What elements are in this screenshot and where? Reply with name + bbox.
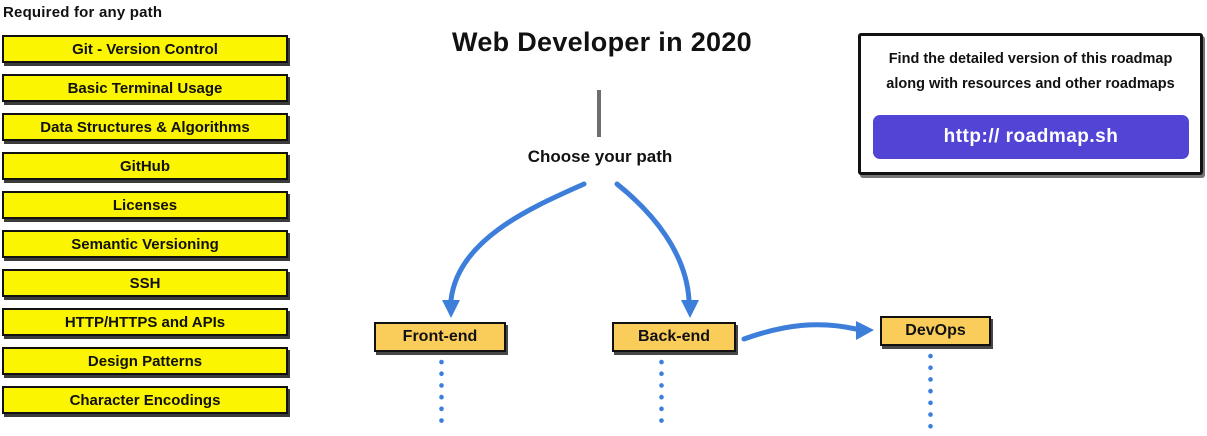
topic-github[interactable]: GitHub xyxy=(2,152,288,180)
choose-your-path-label: Choose your path xyxy=(527,147,673,166)
page-title: Web Developer in 2020 xyxy=(452,27,752,57)
info-text-line1: Find the detailed version of this roadma… xyxy=(888,51,1173,67)
topic-basic-terminal-usage[interactable]: Basic Terminal Usage xyxy=(2,74,288,102)
topic-git-version-control[interactable]: Git - Version Control xyxy=(2,35,288,63)
arrow-to-backend xyxy=(614,181,692,303)
required-heading: Required for any path xyxy=(3,4,163,21)
info-box: Find the detailed version of this roadma… xyxy=(858,33,1203,175)
topic-http-https-apis[interactable]: HTTP/HTTPS and APIs xyxy=(2,308,288,336)
topic-licenses[interactable]: Licenses xyxy=(2,191,288,219)
topic-design-patterns[interactable]: Design Patterns xyxy=(2,347,288,375)
topic-semantic-versioning[interactable]: Semantic Versioning xyxy=(2,230,288,258)
node-backend[interactable]: Back-end xyxy=(612,322,736,352)
roadmap-url-button[interactable]: http:// roadmap.sh xyxy=(873,115,1189,159)
info-text-line2: along with resources and other roadmaps xyxy=(886,76,1175,92)
arrow-backend-to-devops xyxy=(741,322,859,342)
topic-data-structures-algorithms[interactable]: Data Structures & Algorithms xyxy=(2,113,288,141)
arrowhead-backend-icon xyxy=(681,300,699,318)
topic-ssh[interactable]: SSH xyxy=(2,269,288,297)
node-frontend[interactable]: Front-end xyxy=(374,322,506,352)
arrowhead-devops-icon xyxy=(856,321,874,340)
arrowhead-frontend-icon xyxy=(442,300,460,318)
topic-character-encodings[interactable]: Character Encodings xyxy=(2,386,288,414)
required-list: Git - Version Control Basic Terminal Usa… xyxy=(2,35,288,414)
node-devops[interactable]: DevOps xyxy=(880,316,991,346)
arrow-to-frontend xyxy=(448,181,587,303)
